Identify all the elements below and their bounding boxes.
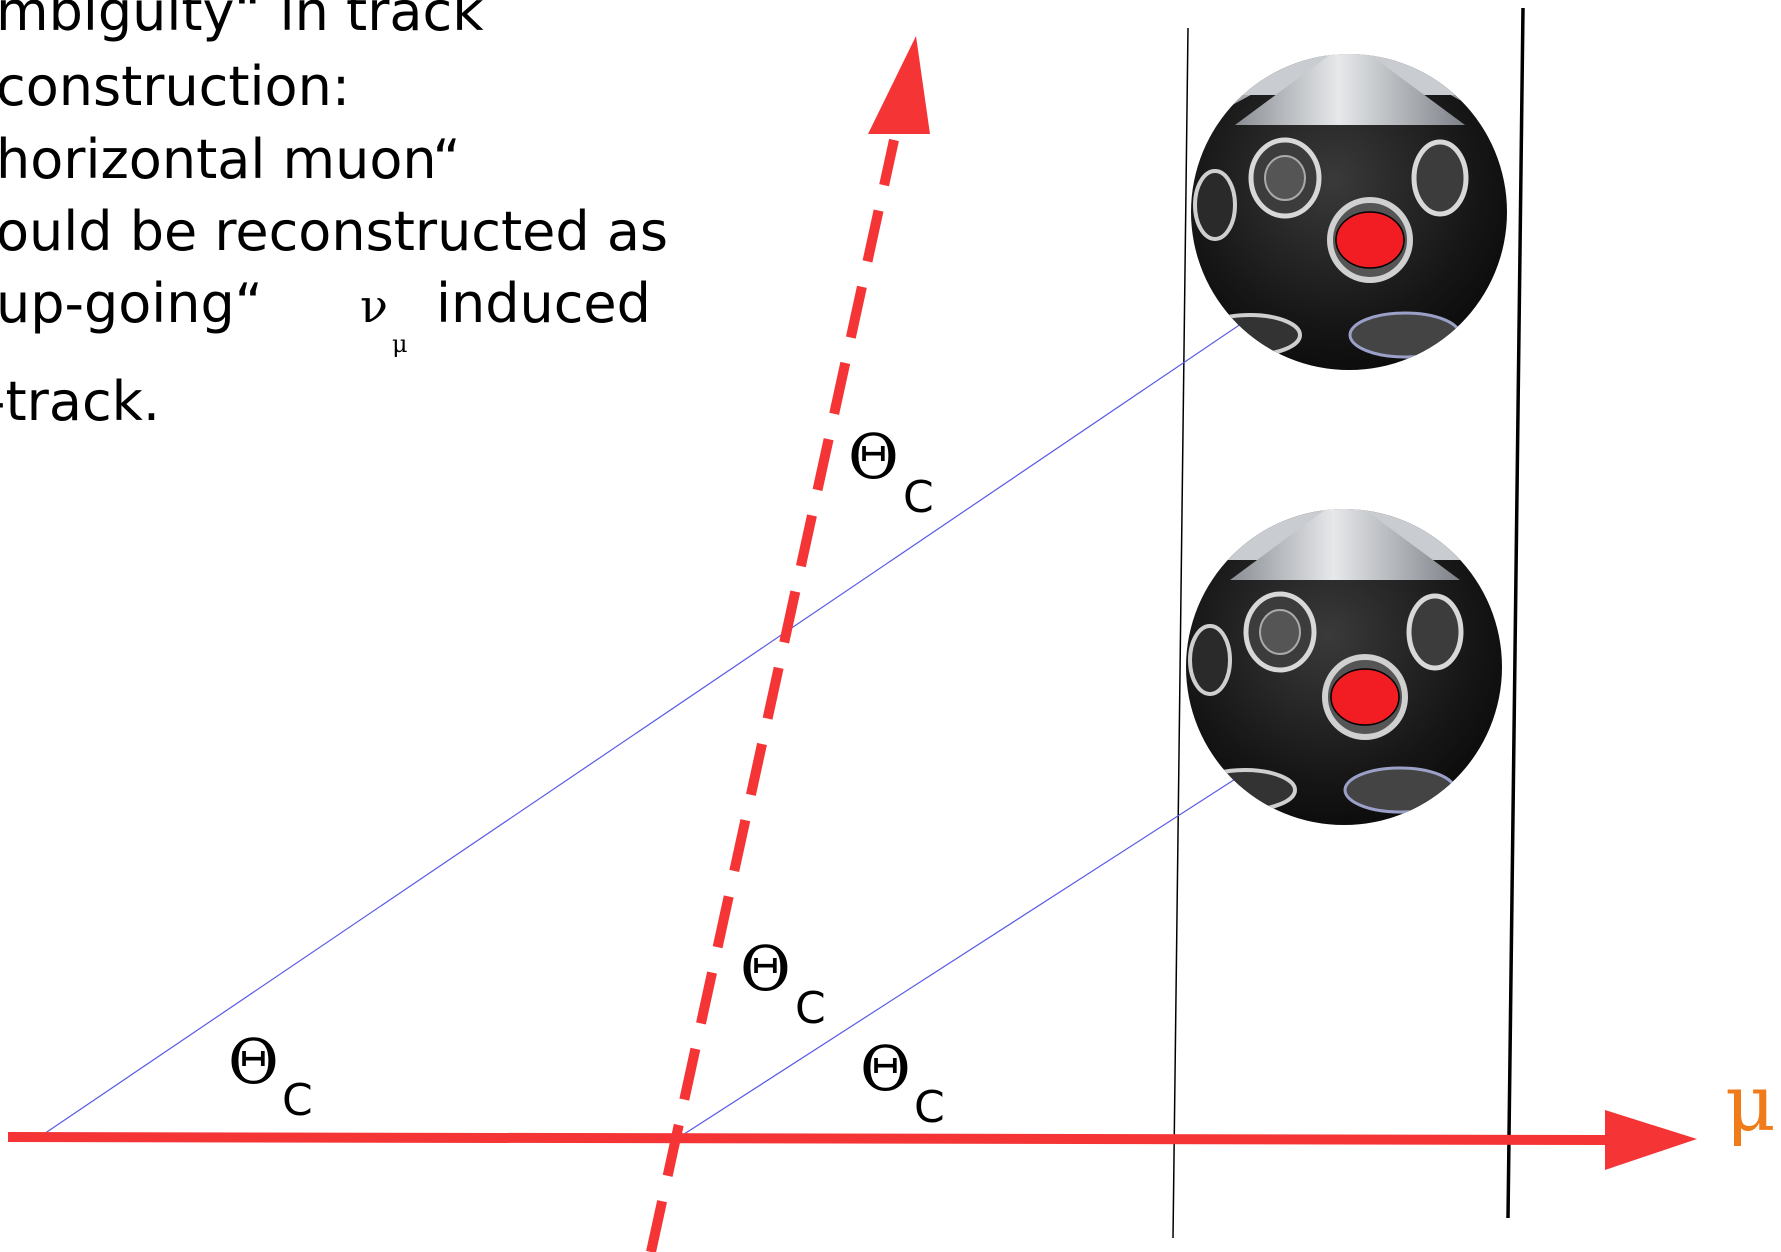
text-line-6: -track. <box>0 370 160 433</box>
neutrino-flavor-subscript: μ <box>392 330 408 358</box>
angle-label-right-origin: Θ C <box>860 1032 945 1133</box>
theta-symbol: Θ <box>740 932 791 1005</box>
angle-label-left-origin: Θ C <box>228 1025 313 1126</box>
theta-subscript: C <box>903 472 934 523</box>
muon-track-arrowhead <box>1605 1110 1697 1170</box>
muon-label: μ <box>1725 1059 1776 1149</box>
theta-symbol: Θ <box>860 1032 911 1105</box>
hit-pmt-bottom <box>1330 668 1400 726</box>
neutrino-symbol: ν <box>360 279 388 333</box>
upgoing-track-dashed <box>646 138 899 1252</box>
optical-module-top <box>1191 54 1507 370</box>
theta-subscript: C <box>795 983 826 1034</box>
text-line-5-part-2: induced <box>436 272 651 335</box>
theta-symbol: Θ <box>848 420 899 493</box>
muon-track <box>7 1132 1611 1145</box>
hit-pmt-top <box>1335 211 1405 269</box>
theta-subscript: C <box>282 1075 313 1126</box>
angle-label-upper-track: Θ C <box>848 420 934 523</box>
theta-symbol: Θ <box>228 1025 279 1098</box>
photon-path-upper <box>37 264 1329 1139</box>
text-line-2: construction: <box>0 55 350 118</box>
string-line-left <box>1172 27 1189 1239</box>
text-line-5-part-1: up-going“ <box>0 272 263 335</box>
string-line-right <box>1506 7 1525 1219</box>
angle-label-mid-track: Θ C <box>740 932 826 1034</box>
text-line-4: ould be reconstructed as <box>0 200 668 263</box>
theta-subscript: C <box>914 1082 945 1133</box>
upgoing-track-arrowhead <box>868 36 930 134</box>
optical-module-bottom <box>1186 509 1502 825</box>
text-line-3: horizontal muon“ <box>0 128 461 191</box>
explanation-text: mbiguity“ in track construction: horizon… <box>0 0 668 433</box>
text-line-1: mbiguity“ in track <box>0 0 484 43</box>
